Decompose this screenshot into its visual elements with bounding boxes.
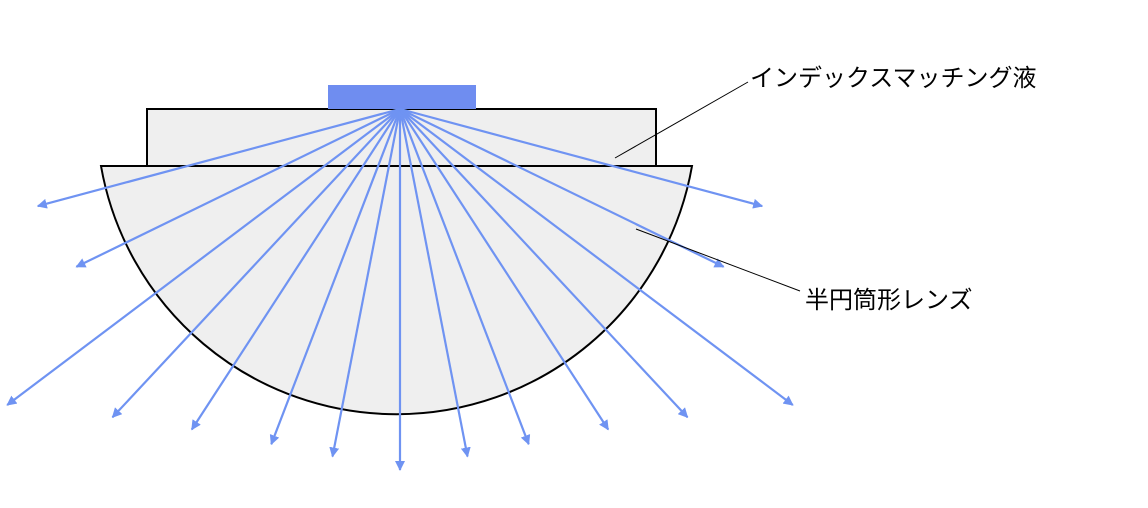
light-ray-3 — [6, 108, 401, 406]
label-index-matching-fluid: インデックスマッチング液 — [750, 64, 1037, 92]
light-ray-15 — [399, 107, 764, 209]
light-ray-5 — [190, 108, 401, 431]
light-ray-2 — [75, 108, 401, 268]
light-ray-10 — [398, 108, 531, 446]
semi-cylindrical-lens — [99, 165, 694, 416]
light-ray-9 — [398, 108, 471, 458]
light-ray-7 — [329, 108, 402, 458]
light-ray-14 — [399, 108, 725, 268]
sample-block — [328, 85, 476, 109]
light-ray-4 — [111, 108, 401, 419]
light-ray-11 — [399, 108, 610, 431]
leader-line-fluid — [614, 81, 749, 159]
light-ray-1 — [36, 107, 401, 209]
light-rays — [6, 107, 794, 471]
label-semi-cylindrical-lens: 半円筒形レンズ — [805, 286, 973, 314]
light-ray-12 — [399, 108, 689, 419]
light-ray-13 — [399, 108, 794, 406]
light-ray-6 — [269, 108, 402, 446]
leader-line-lens — [635, 228, 801, 292]
